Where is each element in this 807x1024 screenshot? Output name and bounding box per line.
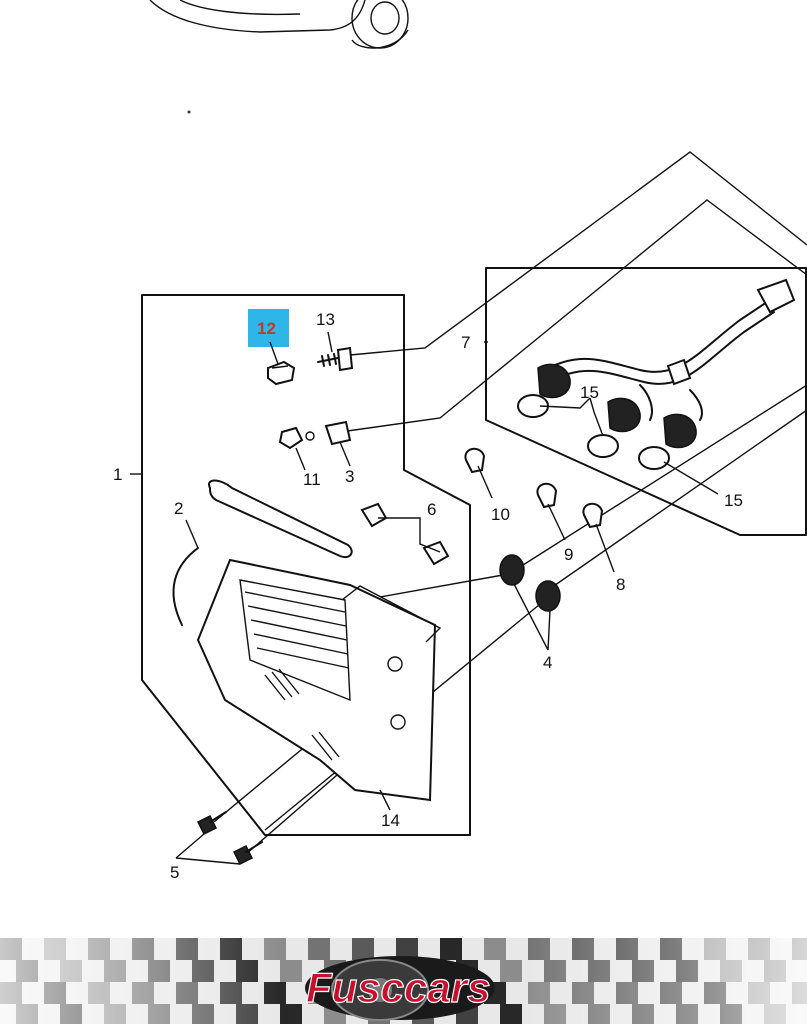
lamp-lens-part	[196, 558, 442, 802]
callout-1: 1	[113, 465, 122, 484]
harness-frame-outline	[485, 267, 807, 536]
callout-13: 13	[316, 310, 335, 329]
clip-3-part	[324, 420, 352, 446]
callout-12: 12	[257, 319, 276, 338]
socket-4-parts	[499, 554, 561, 612]
nut-12-part	[267, 360, 296, 386]
callout-4: 4	[543, 653, 552, 672]
highlight-box-part-12	[248, 309, 289, 347]
callout-7: 7	[461, 333, 470, 352]
brand-name: Fusccars	[306, 964, 490, 1011]
gasket-seal-tail	[172, 547, 199, 626]
grommet-11-part	[278, 426, 315, 450]
o-ring-15-parts	[517, 394, 670, 470]
callout-leaders	[130, 331, 719, 865]
callout-3: 3	[345, 467, 354, 486]
wiring-harness-part	[537, 278, 796, 449]
callout-8: 8	[616, 575, 625, 594]
callout-10: 10	[491, 505, 510, 524]
checkered-flag-pattern: Fusccars	[0, 938, 807, 1024]
callout-6: 6	[427, 500, 436, 519]
brand-footer-banner: Fusccars	[0, 938, 807, 1024]
callout-2: 2	[174, 499, 183, 518]
gasket-seal-part	[208, 479, 353, 558]
callout-14: 14	[381, 811, 400, 830]
callout-5: 5	[170, 863, 179, 882]
callout-9: 9	[564, 545, 573, 564]
bolt-5-parts	[196, 811, 263, 866]
brand-logo: Fusccars	[305, 956, 495, 1021]
screw-13-part	[317, 346, 354, 372]
top-partial-sketch	[149, 0, 409, 114]
callout-11: 11	[303, 470, 321, 489]
bulb-parts	[464, 447, 604, 529]
callout-15-bottom: 15	[724, 491, 743, 510]
callout-15-top: 15	[580, 383, 599, 402]
housing-frame-outline	[141, 294, 471, 836]
